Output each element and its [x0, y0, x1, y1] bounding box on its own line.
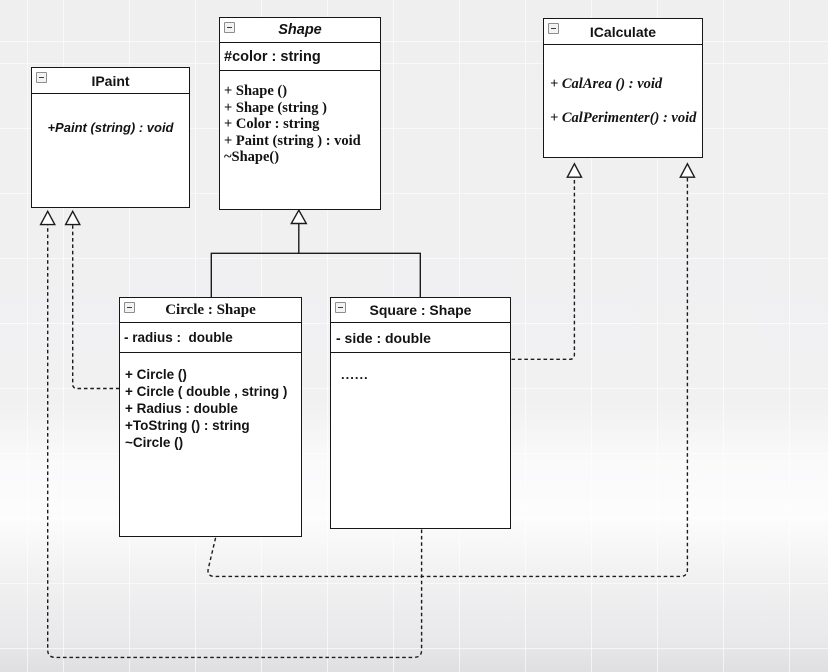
class-header: ICalculate	[544, 19, 702, 45]
class-box-shape[interactable]: Shape #color : string + Shape () + Shape…	[219, 17, 381, 210]
class-box-ipaint[interactable]: IPaint +Paint (string) : void	[31, 67, 190, 208]
method-item: + CalArea () : void	[550, 76, 663, 92]
class-title: Shape	[278, 22, 322, 38]
minus-glyph	[127, 306, 132, 309]
class-title: ICalculate	[589, 23, 657, 40]
methods-section: + CalArea () : void + CalPerimenter() : …	[544, 45, 702, 135]
attributes-section: #color : string	[220, 43, 380, 71]
attribute-item: - side : double	[336, 329, 431, 346]
class-header: Circle : Shape	[120, 298, 301, 323]
method-item: + Shape ()	[224, 83, 288, 99]
class-title: Square : Shape	[369, 302, 472, 318]
collapse-minus-icon[interactable]	[224, 22, 235, 33]
minus-glyph	[39, 76, 44, 79]
collapse-minus-icon[interactable]	[335, 302, 346, 313]
method-item: ~Shape()	[224, 149, 280, 165]
attribute-item: #color : string	[224, 48, 321, 65]
class-header: IPaint	[32, 68, 189, 94]
method-item: +ToString () : string	[125, 418, 250, 433]
class-title: Circle : Shape	[165, 301, 256, 318]
realization-line-circle-ipaint[interactable]	[72, 225, 120, 390]
methods-section: +Paint (string) : void	[32, 94, 189, 135]
hollow-triangle-to-ipaint-right	[64, 209, 81, 226]
hollow-triangle-to-ipaint-left	[39, 209, 56, 226]
attribute-item: - radius : double	[124, 330, 233, 345]
collapse-minus-icon[interactable]	[124, 302, 135, 313]
methods-section: ......	[331, 353, 510, 382]
class-box-icalculate[interactable]: ICalculate + CalArea () : void + CalPeri…	[543, 18, 703, 158]
methods-section: + Circle () + Circle ( double , string )…	[120, 353, 301, 451]
class-header: Square : Shape	[331, 298, 510, 323]
realization-line-circle-icalculate[interactable]	[207, 178, 689, 578]
method-item: +Paint (string) : void	[47, 120, 174, 135]
attributes-section: - side : double	[331, 323, 510, 353]
collapse-minus-icon[interactable]	[548, 23, 559, 34]
attributes-section: - radius : double	[120, 323, 301, 353]
method-item: + Radius : double	[125, 401, 238, 416]
method-item: ......	[341, 367, 369, 382]
method-item: + Shape (string )	[224, 99, 327, 116]
method-item: + Color : string	[224, 116, 320, 132]
realization-line-square-icalculate[interactable]	[511, 178, 576, 360]
inheritance-line-shape-tree[interactable]	[210, 223, 421, 298]
minus-glyph	[227, 26, 232, 29]
hollow-triangle-to-icalculate-left	[566, 162, 583, 178]
minus-glyph	[551, 27, 556, 30]
class-title: IPaint	[91, 72, 130, 89]
class-box-circle[interactable]: Circle : Shape - radius : double + Circl…	[119, 297, 302, 537]
method-item: + Circle ()	[125, 367, 187, 382]
methods-section: + Shape () + Shape (string ) + Color : s…	[220, 71, 380, 166]
collapse-minus-icon[interactable]	[36, 72, 47, 83]
minus-glyph	[338, 306, 343, 309]
class-header: Shape	[220, 18, 380, 43]
method-item: + Circle ( double , string )	[125, 384, 288, 399]
hollow-triangle-to-icalculate-right	[679, 162, 696, 178]
class-box-square[interactable]: Square : Shape - side : double ......	[330, 297, 511, 529]
method-item: ~Circle ()	[125, 435, 184, 450]
method-item: + Paint (string ) : void	[224, 132, 361, 149]
hollow-triangle-to-shape	[290, 208, 308, 225]
method-item: + CalPerimenter() : void	[550, 110, 697, 126]
realization-line-square-ipaint[interactable]	[47, 225, 423, 659]
